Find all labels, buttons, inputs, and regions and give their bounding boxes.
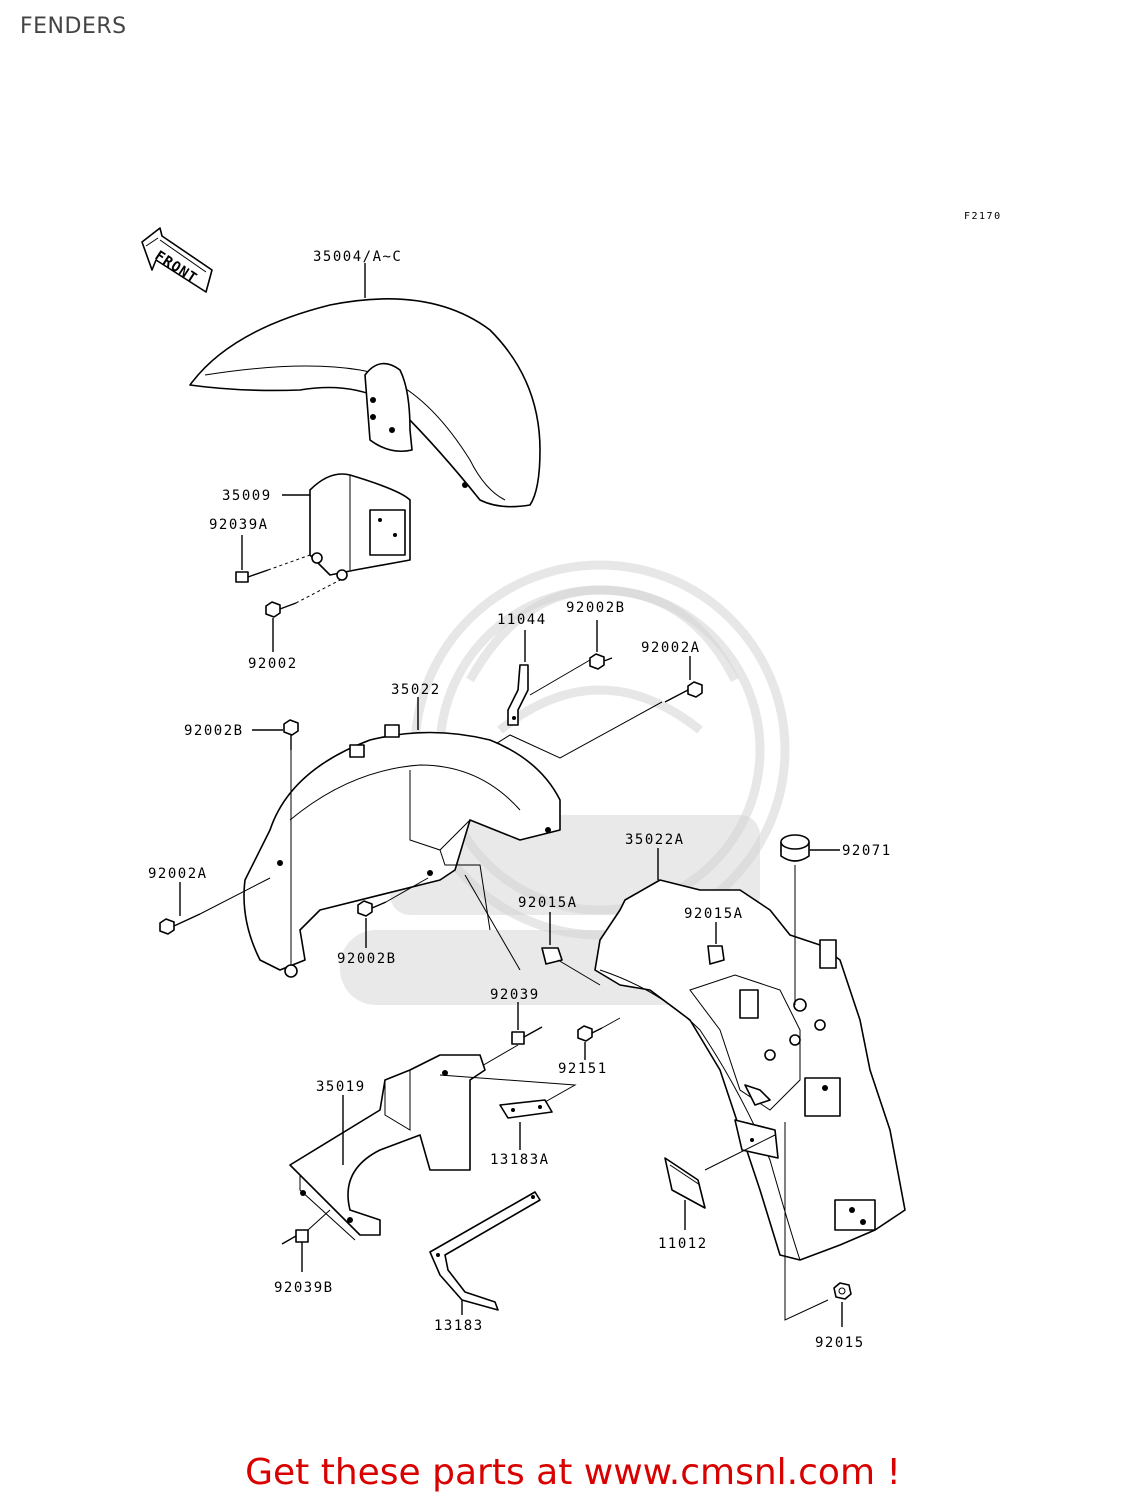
label-92151: 92151 <box>558 1061 608 1077</box>
bolt-92151-icon <box>577 1017 621 1060</box>
label-13183A: 13183A <box>490 1152 550 1168</box>
label-35022A: 35022A <box>625 832 685 848</box>
figure-code: F2170 <box>964 211 1002 222</box>
label-92039: 92039 <box>490 987 540 1003</box>
clamp-11044 <box>507 630 591 726</box>
bolt-92002-icon <box>265 579 341 652</box>
front-fender-35004 <box>189 263 541 508</box>
label-92015A-right: 92015A <box>684 906 744 922</box>
rear-fender-35022A <box>594 848 906 1261</box>
bolt-92002B-top-icon <box>589 620 613 670</box>
bolt-92039B-icon <box>281 1209 331 1272</box>
cmsnl-parts-link[interactable]: Get these parts at www.cmsnl.com ! <box>245 1452 901 1493</box>
label-92039A: 92039A <box>209 517 269 533</box>
label-92015A-left: 92015A <box>518 895 578 911</box>
label-11044: 11044 <box>497 612 547 628</box>
nut-92015-icon <box>784 1122 852 1327</box>
label-92002A-top: 92002A <box>641 640 701 656</box>
bolt-92002A-left-icon <box>159 877 271 935</box>
bolt-92039-icon <box>474 1002 543 1071</box>
label-92039B: 92039B <box>274 1280 334 1296</box>
label-92071: 92071 <box>842 843 892 859</box>
label-35022: 35022 <box>391 682 441 698</box>
clip-nut-92015A-right-icon <box>707 922 725 965</box>
label-35009: 35009 <box>222 488 272 504</box>
bolt-92002B-mid-icon <box>357 877 429 948</box>
label-92002A-left: 92002A <box>148 866 208 882</box>
bolt-92039A-icon <box>235 535 311 583</box>
inner-fender-35022 <box>243 697 561 978</box>
label-92002B-left: 92002B <box>184 723 244 739</box>
stay-35019 <box>289 1054 486 1241</box>
clip-nut-92015A-left-icon <box>541 912 601 986</box>
label-92002B-mid: 92002B <box>337 951 397 967</box>
reflector-11012-icon <box>664 1119 779 1230</box>
label-92002B-top: 92002B <box>566 600 626 616</box>
label-13183: 13183 <box>434 1318 484 1334</box>
label-35019: 35019 <box>316 1079 366 1095</box>
label-35004: 35004/A~C <box>313 249 402 265</box>
bolt-92002B-left-icon <box>252 719 299 965</box>
grommet-92071-icon <box>780 834 840 1005</box>
page-title: FENDERS <box>20 14 127 39</box>
fender-brace-35009 <box>282 473 411 581</box>
bracket-13183 <box>429 1191 541 1315</box>
label-11012: 11012 <box>658 1236 708 1252</box>
label-92002-bottom: 92002 <box>248 656 298 672</box>
front-arrow-icon: FRONT <box>141 227 213 293</box>
plate-13183A-icon <box>439 1074 577 1150</box>
label-92015: 92015 <box>815 1335 865 1351</box>
